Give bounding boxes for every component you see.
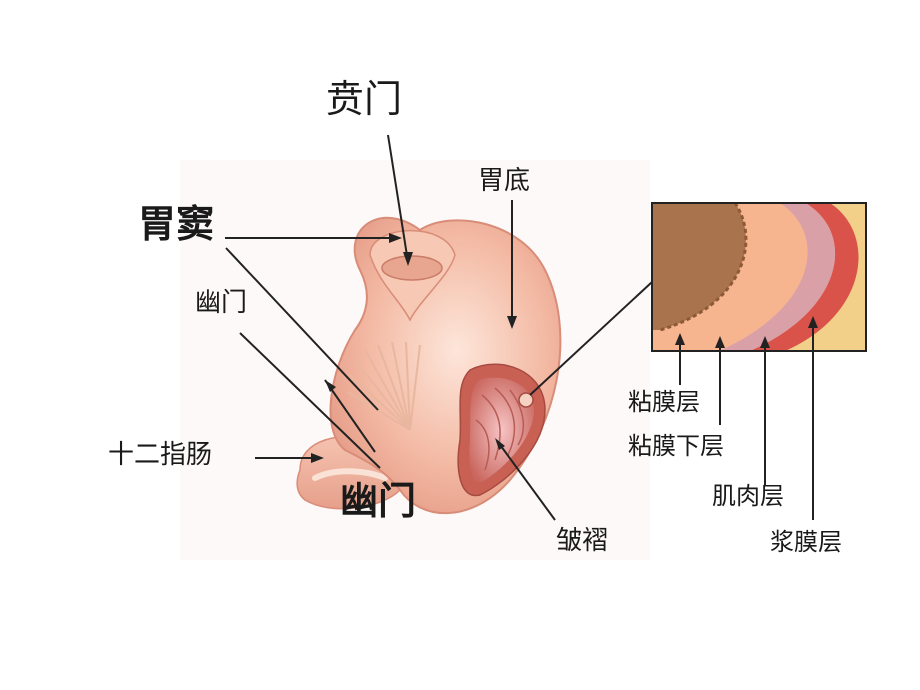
cardia-opening <box>381 255 443 281</box>
label-pylorus-small: 幽门 <box>195 288 248 318</box>
label-rugae: 皱褶 <box>556 526 609 556</box>
label-submucosa: 粘膜下层 <box>628 432 724 460</box>
label-mucosa: 粘膜层 <box>628 388 700 416</box>
inset-muscle <box>749 203 859 351</box>
layer-detail-marker <box>518 392 534 408</box>
label-duodenum: 十二指肠 <box>108 440 213 470</box>
label-serosa: 浆膜层 <box>770 528 842 556</box>
antrum-folds <box>347 341 421 431</box>
leader-lines <box>225 134 814 521</box>
label-muscularis: 肌肉层 <box>712 482 784 510</box>
label-pylorus-large: 幽门 <box>340 479 417 523</box>
label-fundus: 胃底 <box>478 166 531 196</box>
arrowheads <box>311 233 818 463</box>
inset-submucosa-inner <box>718 203 835 351</box>
rugae-folds <box>475 387 525 471</box>
wall-layers-inset <box>651 202 867 352</box>
inset-serosa <box>779 203 866 351</box>
label-antrum: 胃窦 <box>138 202 215 246</box>
label-cardia: 贲门 <box>326 77 403 121</box>
duodenum-highlight <box>312 468 388 481</box>
inset-mucosa <box>652 203 746 330</box>
